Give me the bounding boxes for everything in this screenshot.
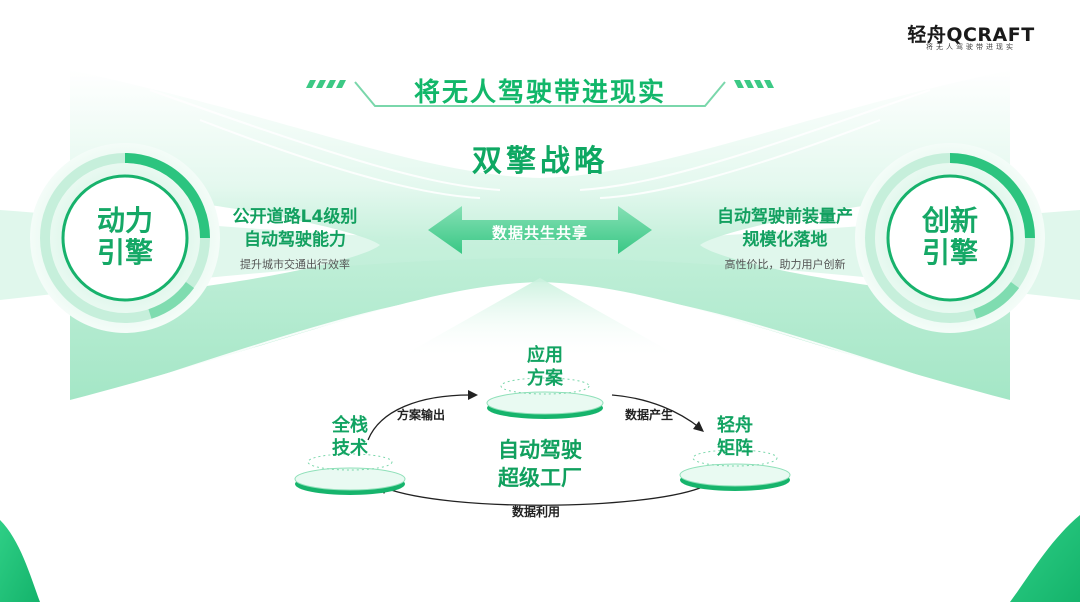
double-arrow-icon	[428, 206, 652, 254]
super-factory-label: 自动驾驶 超级工厂	[440, 436, 640, 492]
left-engine-title-line2: 自动驾驶能力	[244, 230, 346, 250]
node-application-line1: 应用	[527, 345, 563, 366]
strategy-title: 双擎战略	[472, 144, 608, 179]
node-matrix-line1: 轻舟	[717, 415, 753, 436]
left-engine-name-line2: 引擎	[96, 236, 153, 269]
right-engine-name: 创新 引擎	[900, 205, 1000, 269]
data-sharing-label: 数据共生共享	[491, 224, 588, 242]
right-engine-name-line2: 引擎	[921, 236, 978, 269]
right-engine-title-line2: 规模化落地	[742, 230, 828, 250]
right-engine-description: 自动驾驶前装量产 规模化落地 高性价比，助力用户创新	[700, 206, 870, 272]
node-matrix: 轻舟 矩阵	[695, 414, 775, 460]
left-engine-name: 动力 引擎	[75, 205, 175, 269]
brand-logo: 轻舟QCRAFT	[907, 24, 1035, 46]
right-engine-subtitle: 高性价比，助力用户创新	[724, 258, 846, 271]
flow-label-output: 方案输出	[397, 408, 446, 422]
node-application: 应用 方案	[505, 344, 585, 390]
left-engine-subtitle: 提升城市交通出行效率	[240, 258, 350, 271]
left-engine-name-line1: 动力	[96, 204, 153, 237]
super-factory-line2: 超级工厂	[498, 466, 582, 490]
left-engine-description: 公开道路L4级别 自动驾驶能力 提升城市交通出行效率	[215, 206, 375, 272]
right-engine-name-line1: 创新	[921, 204, 978, 237]
node-fullstack-line2: 技术	[332, 438, 368, 459]
brand-tagline: 将无人驾驶带进现实	[926, 43, 1016, 51]
node-matrix-line2: 矩阵	[717, 438, 753, 459]
left-engine-title-line1: 公开道路L4级别	[232, 207, 358, 227]
super-factory-line1: 自动驾驶	[498, 438, 582, 462]
flow-label-generate: 数据产生	[625, 408, 674, 422]
node-fullstack-line1: 全栈	[332, 415, 368, 436]
page-title: 将无人驾驶带进现实	[413, 78, 666, 108]
node-fullstack: 全栈 技术	[310, 414, 390, 460]
flow-label-utilize: 数据利用	[512, 505, 561, 519]
node-application-line2: 方案	[527, 368, 563, 389]
right-engine-title-line1: 自动驾驶前装量产	[717, 207, 853, 227]
